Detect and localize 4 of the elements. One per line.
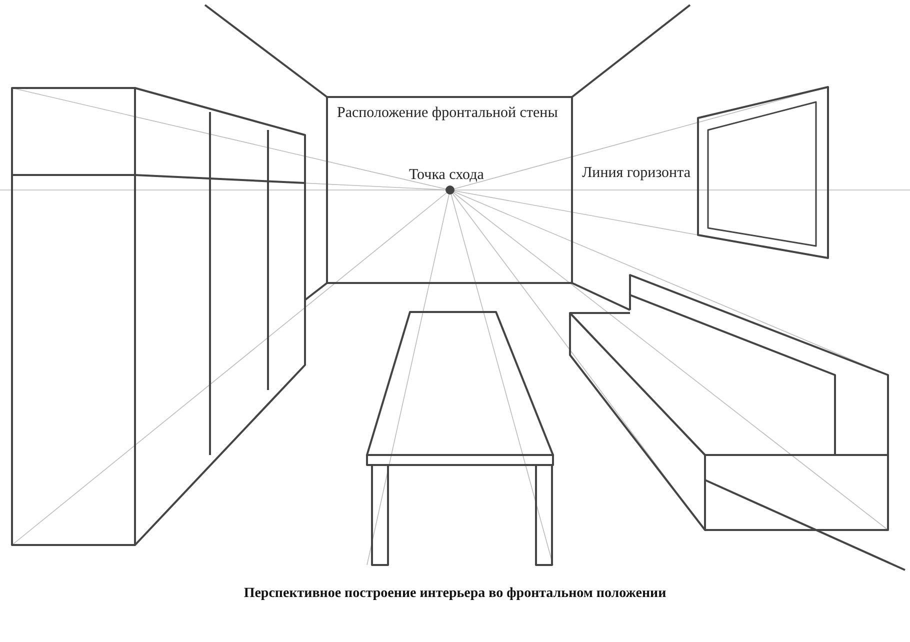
horizon-line-label: Линия горизонта — [582, 165, 690, 182]
vanishing-point-label: Точка схода — [409, 167, 484, 184]
caption: Перспективное построение интерьера во фронтальном положении — [244, 586, 666, 601]
wall-label: Расположение фронтальной стены — [337, 105, 558, 122]
